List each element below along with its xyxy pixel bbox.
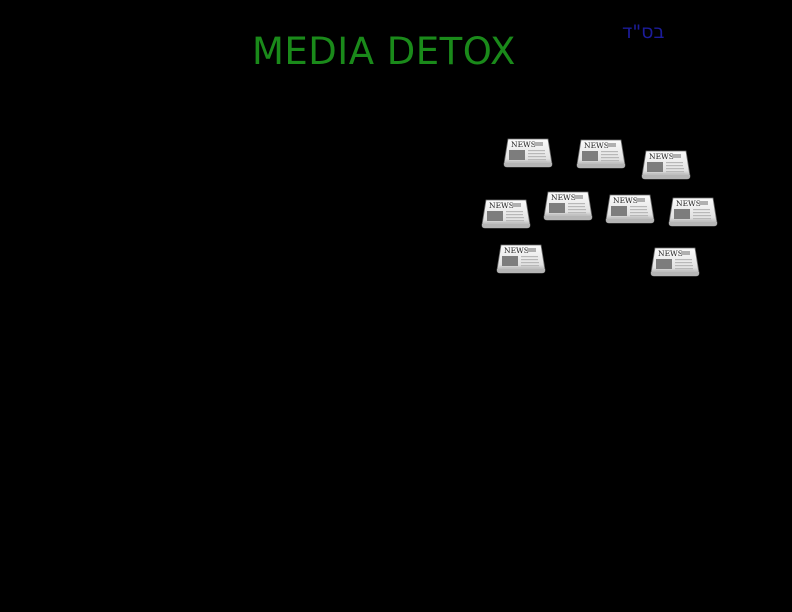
slide-title: MEDIA DETOX — [252, 30, 516, 73]
newspaper-icon: NEWS — [650, 247, 700, 277]
hebrew-corner-mark: בס"ד — [622, 21, 665, 43]
newspaper-icon: NEWS — [641, 150, 691, 180]
newspaper-icon: NEWS — [668, 197, 718, 227]
newspaper-icon: NEWS — [605, 194, 655, 224]
svg-text:NEWS: NEWS — [676, 199, 701, 208]
svg-text:NEWS: NEWS — [551, 193, 576, 202]
svg-text:NEWS: NEWS — [649, 152, 674, 161]
svg-text:NEWS: NEWS — [489, 201, 514, 210]
newspaper-icon: NEWS — [496, 244, 546, 274]
svg-text:NEWS: NEWS — [613, 196, 638, 205]
svg-text:NEWS: NEWS — [504, 246, 529, 255]
newspaper-icon: NEWS — [503, 138, 553, 168]
newspaper-icon: NEWS — [481, 199, 531, 229]
svg-text:NEWS: NEWS — [511, 140, 536, 149]
svg-text:NEWS: NEWS — [658, 249, 683, 258]
newspaper-icon: NEWS — [543, 191, 593, 221]
newspaper-icon: NEWS — [576, 139, 626, 169]
svg-text:NEWS: NEWS — [584, 141, 609, 150]
